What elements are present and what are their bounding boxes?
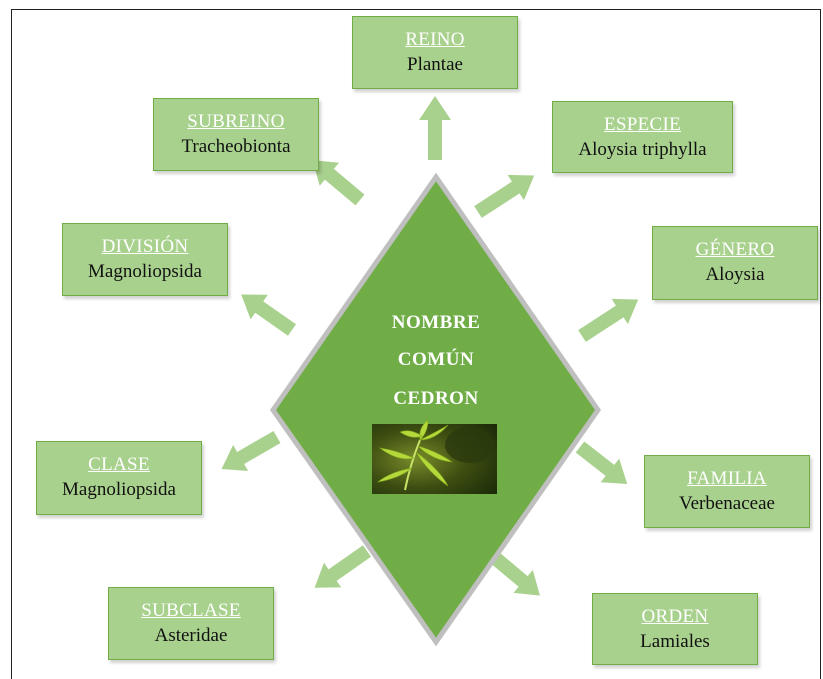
cedron-photo [372,419,497,494]
arrow-familia [575,441,628,484]
rank-value: Asteridae [154,625,228,646]
rank-value: Verbenaceae [679,493,775,514]
rank-value: Magnoliopsida [62,479,176,500]
arrow-clase [221,430,281,471]
box-especie: ESPECIE Aloysia triphylla [552,101,733,173]
center-label-line2: COMÚN [397,349,475,370]
rank-label: SUBREINO [187,111,285,132]
rank-value: Magnoliopsida [88,261,202,282]
arrow-subreino [312,160,365,206]
arrow-orden [489,551,540,596]
box-subclase: SUBCLASE Asteridae [108,587,274,660]
arrow-subclase [314,545,372,588]
box-genero: GÉNERO Aloysia [652,226,818,300]
box-division: DIVISIÓN Magnoliopsida [62,223,228,296]
box-orden: ORDEN Lamiales [592,593,758,665]
rank-value: Aloysia [705,264,765,285]
rank-label: CLASE [88,454,150,475]
rank-label: ESPECIE [603,114,682,135]
arrows [221,96,639,596]
rank-label: FAMILIA [687,468,767,489]
arrow-genero [578,298,639,342]
diagram-frame [11,9,821,679]
arrow-division [241,294,297,336]
rank-label: ORDEN [641,606,709,627]
rank-label: GÉNERO [695,239,775,260]
box-clase: CLASE Magnoliopsida [36,441,202,515]
box-reino: REINO Plantae [352,16,518,89]
arrow-especie [474,174,535,218]
rank-value: Lamiales [640,631,710,652]
center-label-line3: CEDRON [393,388,479,409]
rank-value: Plantae [407,54,463,75]
arrow-reino [419,96,451,160]
box-familia: FAMILIA Verbenaceae [644,455,810,528]
rank-value: Tracheobionta [181,136,291,157]
rank-label: DIVISIÓN [101,236,189,257]
rank-value: Aloysia triphylla [578,139,707,160]
center-label-line1: NOMBRE [391,312,481,333]
rank-label: REINO [405,29,465,50]
box-subreino: SUBREINO Tracheobionta [153,98,319,171]
center-diamond [269,172,602,647]
rank-label: SUBCLASE [141,600,241,621]
